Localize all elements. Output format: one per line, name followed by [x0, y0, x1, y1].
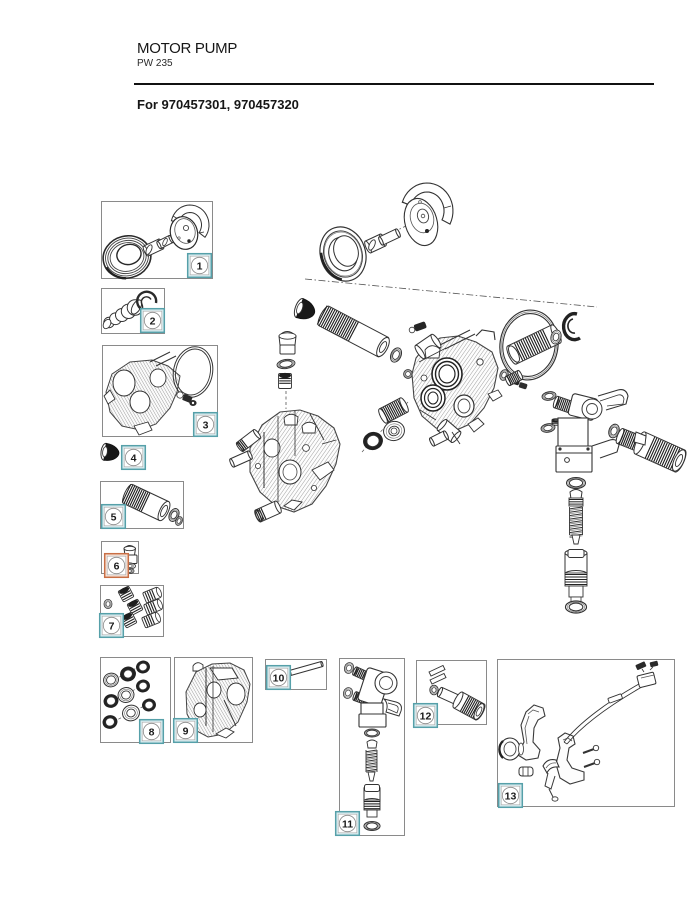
svg-text:8: 8 [149, 726, 155, 738]
svg-text:2: 2 [150, 315, 156, 327]
svg-text:10: 10 [273, 672, 285, 684]
svg-text:13: 13 [505, 790, 517, 802]
svg-text:7: 7 [109, 620, 115, 632]
svg-text:9: 9 [183, 725, 189, 737]
svg-text:12: 12 [420, 710, 432, 722]
svg-text:1: 1 [197, 260, 203, 272]
svg-text:4: 4 [131, 452, 137, 464]
svg-text:6: 6 [114, 560, 120, 572]
svg-text:5: 5 [111, 511, 117, 523]
svg-text:3: 3 [203, 419, 209, 431]
svg-text:11: 11 [342, 818, 353, 830]
